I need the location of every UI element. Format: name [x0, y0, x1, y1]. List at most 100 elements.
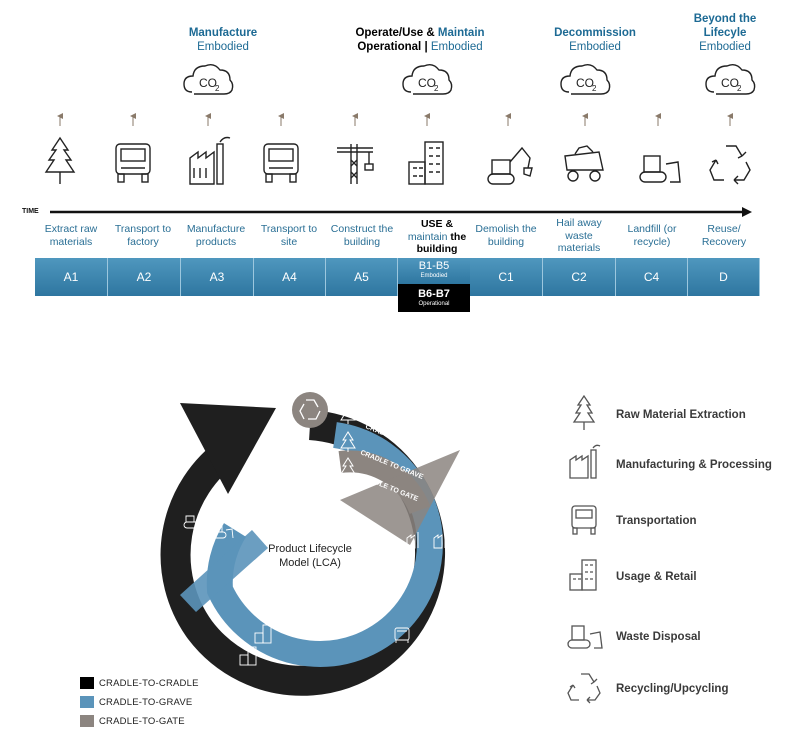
timeline-arrowhead — [742, 207, 752, 217]
recycle-icon — [299, 399, 321, 420]
header-operate-line2-sep: | — [421, 41, 431, 53]
stage-code: C4 — [616, 258, 688, 296]
header-operate-title-a: Operate/Use & — [355, 27, 438, 39]
cradle-to-gate-arrowhead — [340, 450, 460, 545]
truck-icon — [263, 143, 299, 183]
buildings-icon — [254, 624, 272, 644]
crane-icon — [337, 144, 374, 184]
side-legend-manufacturing: Manufacturing & Processing — [616, 459, 772, 471]
lca-cycle-diagram: CRADLE TO CRADLE CRADLE TO GRAVE CRADLE … — [160, 392, 460, 696]
stage-code: A5 — [326, 258, 398, 296]
truck-icon — [394, 627, 410, 643]
buildings-icon — [569, 559, 597, 591]
co2-sub: 2 — [215, 84, 220, 93]
stage-code: A2 — [108, 258, 181, 296]
recycle-icon — [567, 673, 601, 704]
bulldozer-icon — [183, 515, 206, 529]
legend-label-grave: CRADLE-TO-GRAVE — [99, 697, 193, 708]
header-beyond-title-1: Beyond the — [693, 13, 757, 25]
tree-icon — [572, 394, 596, 430]
header-decommission-title: Decommission — [554, 27, 636, 39]
factory-icon — [433, 532, 446, 549]
stage-code-use: B1-B5 Embodied B6-B7 Operational — [398, 258, 470, 312]
legend-swatch-grave — [80, 696, 94, 708]
header-decommission-sub: Embodied — [569, 41, 621, 53]
tree-icon — [340, 431, 356, 452]
truck-icon — [571, 505, 597, 535]
legend-label-gate: CRADLE-TO-GATE — [99, 716, 185, 727]
header-operate-line2-b: Embodied — [430, 41, 483, 53]
co2-sub: 2 — [434, 84, 439, 93]
factory-icon — [569, 444, 601, 479]
co2-cloud-icon: CO 2 — [560, 63, 611, 95]
side-legend-raw-material: Raw Material Extraction — [616, 409, 746, 421]
stage-label-use: USE & maintain the building — [407, 218, 467, 255]
dump-truck-icon — [564, 145, 604, 182]
header-operate: Operate/Use & Maintain Operational | Emb… — [340, 26, 500, 54]
side-legend-usage: Usage & Retail — [616, 571, 697, 583]
side-legend-icons — [567, 394, 603, 704]
tree-icon — [44, 136, 76, 184]
excavator-icon — [487, 146, 533, 185]
header-beyond-title-2: Lifecyle — [703, 27, 747, 39]
legend-swatch-gate — [80, 715, 94, 727]
co2-cloud-icon: CO 2 — [402, 63, 453, 95]
co2-label: CO — [199, 76, 217, 90]
stage-code: D — [688, 258, 760, 296]
co2-sub: 2 — [592, 84, 597, 93]
emission-arrows — [57, 113, 733, 126]
bulldozer-icon — [639, 155, 681, 183]
factory-icon — [189, 136, 231, 185]
truck-icon — [115, 143, 151, 183]
header-beyond: Beyond the Lifecyle Embodied — [680, 12, 770, 54]
header-beyond-sub: Embodied — [699, 41, 751, 53]
tree-icon — [340, 403, 356, 424]
stage-code: A1 — [35, 258, 108, 296]
header-decommission: Decommission Embodied — [535, 26, 655, 54]
tree-icon — [340, 457, 356, 478]
side-legend-transportation: Transportation — [616, 515, 697, 527]
co2-label: CO — [576, 76, 594, 90]
co2-cloud-icon: CO 2 — [183, 63, 234, 95]
legend-swatch-cradle — [80, 677, 94, 689]
stage-code: A4 — [254, 258, 326, 296]
lifecycle-timeline-graphic: CO 2 CO 2 CO 2 CO 2 — [22, 63, 756, 217]
header-operate-title-b: Maintain — [437, 27, 485, 39]
cradle-to-grave-arrow-tail — [180, 530, 268, 612]
co2-sub: 2 — [737, 84, 742, 93]
header-manufacture-sub: Embodied — [197, 41, 249, 53]
co2-cloud-icon: CO 2 — [705, 63, 756, 95]
stage-code: A3 — [181, 258, 254, 296]
header-operate-line2-a: Operational — [357, 41, 422, 53]
lca-center-title-2: Model (LCA) — [279, 557, 341, 569]
recycle-badge — [292, 392, 328, 428]
header-manufacture: Manufacture Embodied — [168, 26, 278, 54]
side-legend-waste: Waste Disposal — [616, 631, 701, 643]
timeline-label: TIME — [22, 208, 39, 215]
stage-code-b1: B1-B5 Embodied — [398, 258, 470, 284]
recycle-icon — [709, 145, 751, 185]
buildings-icon — [408, 141, 444, 185]
lca-center-title-1: Product Lifecycle — [268, 543, 352, 555]
header-manufacture-title: Manufacture — [188, 27, 258, 39]
co2-label: CO — [721, 76, 739, 90]
factory-icon — [406, 532, 419, 549]
stage-label: Reuse/Recovery — [701, 223, 747, 248]
stage-code-b6: B6-B7 Operational — [398, 284, 470, 312]
truck-icon — [414, 647, 430, 663]
side-legend-recycling: Recycling/Upcycling — [616, 683, 729, 695]
co2-label: CO — [418, 76, 436, 90]
bulldozer-icon — [567, 625, 603, 649]
bulldozer-icon — [211, 525, 234, 539]
buildings-icon — [239, 646, 257, 666]
cradle-to-cradle-arrowhead — [180, 403, 276, 494]
stage-code: C1 — [470, 258, 543, 296]
